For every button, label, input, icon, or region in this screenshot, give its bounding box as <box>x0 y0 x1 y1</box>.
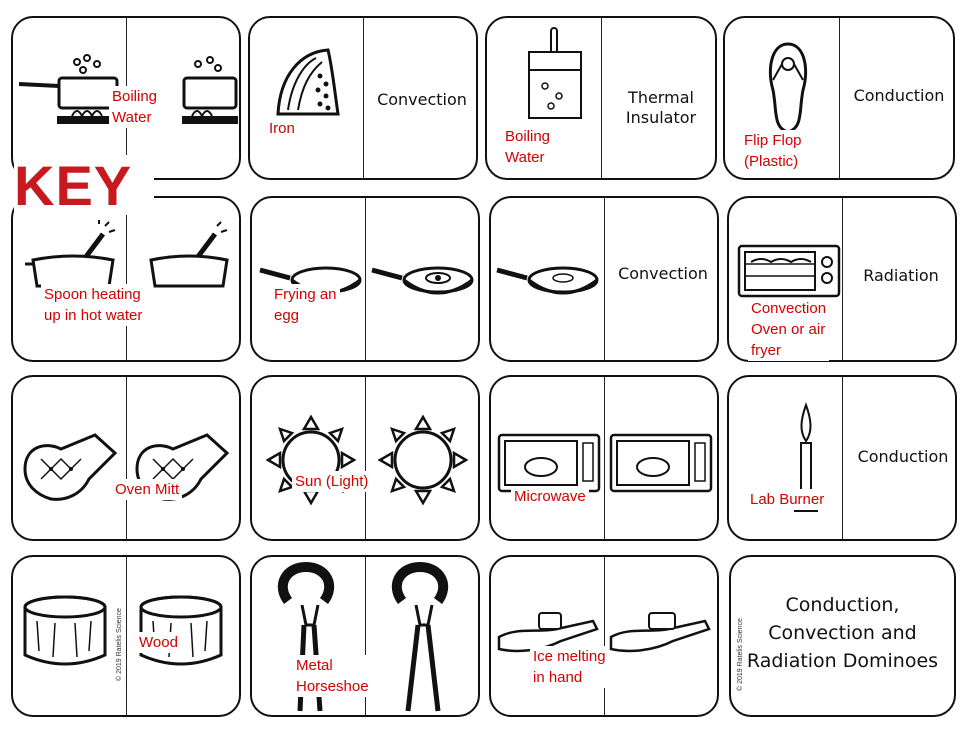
key-answer-flip-flop: Flip Flop (Plastic) <box>741 130 805 172</box>
domino-wood: © 2019 Ratelis Science <box>11 555 241 717</box>
title-line-1: Conduction, <box>785 594 900 616</box>
domino-microwave <box>489 375 719 541</box>
domino-divider <box>363 18 364 178</box>
domino-spoon-hot-water <box>11 196 241 362</box>
key-answer-boiling-water-1: Boiling Water <box>109 86 161 128</box>
microwave-icon-right <box>609 433 713 493</box>
sun-icon-right <box>377 414 469 506</box>
domino-divider <box>126 377 127 539</box>
domino-iron: Convection <box>248 16 478 180</box>
microwave-icon <box>497 433 601 493</box>
log-icon <box>23 595 107 666</box>
horseshoe-tongs-icon-right <box>391 561 449 712</box>
domino-label-radiation: Radiation <box>863 266 939 285</box>
key-answer-convection-oven: Convection Oven or air fryer <box>748 298 830 361</box>
domino-divider <box>604 198 605 360</box>
key-answer-oven-mitt: Oven Mitt <box>112 479 183 500</box>
domino-divider <box>365 377 366 539</box>
domino-label-convection: Convection <box>377 90 467 109</box>
domino-title-card: © 2019 Ratelis Science Conduction, Conve… <box>729 555 956 717</box>
beaker-thermometer-icon <box>528 27 582 119</box>
domino-divider <box>604 377 605 539</box>
title-line-2: Convection and <box>768 622 917 644</box>
domino-frying-pan-convection: Convection <box>489 196 719 362</box>
domino-divider <box>126 198 127 360</box>
pot-spoon-icon <box>25 220 116 288</box>
pot-spoon-icon-right <box>149 221 229 288</box>
domino-label-conduction: Conduction <box>853 86 945 105</box>
domino-divider <box>842 377 843 539</box>
domino-lab-burner: Conduction <box>727 375 957 541</box>
key-answer-horseshoe: Metal Horseshoe <box>293 655 372 697</box>
key-answer-wood: Wood <box>136 632 181 653</box>
copyright-text: © 2019 Ratelis Science <box>116 608 123 681</box>
domino-boiling-pot <box>11 16 241 180</box>
key-answer-frying-egg: Frying an egg <box>271 284 340 326</box>
domino-divider <box>842 198 843 360</box>
domino-label-convection: Convection <box>618 264 708 283</box>
domino-ice-in-hand <box>489 555 719 717</box>
domino-label-thermal-insulator: Thermal Insulator <box>625 88 697 127</box>
log-icon-right <box>139 595 223 666</box>
key-answer-lab-burner: Lab Burner <box>747 489 828 510</box>
key-answer-boiling-water-2: Boiling Water <box>502 126 554 168</box>
key-answer-spoon: Spoon heating up in hot water <box>41 284 146 326</box>
hand-ice-icon <box>497 612 599 653</box>
domino-label-conduction: Conduction <box>857 447 949 466</box>
hand-ice-icon-right <box>609 612 711 653</box>
key-answer-iron: Iron <box>266 118 298 139</box>
domino-convection-oven: Radiation <box>727 196 957 362</box>
domino-divider <box>601 18 602 178</box>
key-answer-ice-in-hand: Ice melting in hand <box>530 646 609 688</box>
iron-icon <box>276 48 340 116</box>
oven-mitt-icon <box>23 433 118 501</box>
boiling-pot-icon <box>18 54 119 124</box>
domino-sun <box>250 375 480 541</box>
frying-pan-egg-icon <box>371 266 474 295</box>
domino-divider <box>365 198 366 360</box>
flip-flop-icon <box>768 42 808 134</box>
domino-divider <box>365 557 366 715</box>
title-line-3: Radiation Dominoes <box>746 650 939 672</box>
domino-oven-mitt <box>11 375 241 541</box>
key-answer-sun: Sun (Light) <box>292 471 372 492</box>
key-answer-microwave: Microwave <box>511 486 589 507</box>
toaster-oven-icon <box>737 244 841 298</box>
domino-divider <box>604 557 605 715</box>
domino-frying-egg <box>250 196 480 362</box>
domino-divider <box>126 557 127 715</box>
title-text: Conduction, Convection and Radiation Dom… <box>731 591 954 675</box>
boiling-pot-icon-right <box>182 56 238 124</box>
key-heading: KEY <box>14 155 154 217</box>
domino-divider <box>839 18 840 178</box>
frying-pan-icon <box>496 266 599 295</box>
